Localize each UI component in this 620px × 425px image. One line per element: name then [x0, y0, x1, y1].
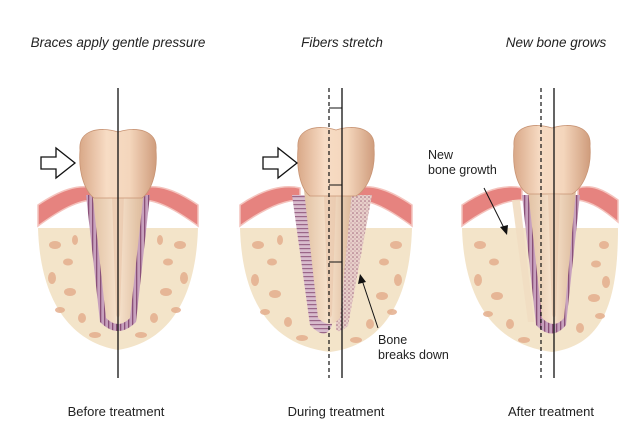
- gum-left: [240, 187, 300, 226]
- annotation-line: bone growth: [428, 163, 497, 178]
- gum-right: [142, 187, 198, 226]
- caption-after: After treatment: [508, 404, 594, 419]
- pressure-arrow-icon: [263, 148, 297, 178]
- annotation-line: Bone: [378, 333, 449, 348]
- annotation-bone-breaks-down: Bone breaks down: [378, 333, 449, 363]
- gum-right: [578, 187, 618, 222]
- panel-before: [38, 88, 198, 378]
- caption-during: During treatment: [288, 404, 385, 419]
- annotation-line: New: [428, 148, 497, 163]
- heading-before: Braces apply gentle pressure: [31, 35, 206, 50]
- crown: [514, 125, 591, 194]
- panel-after: [462, 88, 618, 378]
- caption-before: Before treatment: [68, 404, 165, 419]
- annotation-new-bone-growth: New bone growth: [428, 148, 497, 178]
- heading-after: New bone grows: [506, 35, 607, 50]
- pressure-arrow-icon: [41, 148, 75, 178]
- heading-during: Fibers stretch: [301, 35, 383, 50]
- crown: [298, 127, 375, 196]
- annotation-line: breaks down: [378, 348, 449, 363]
- gum-left: [38, 187, 94, 226]
